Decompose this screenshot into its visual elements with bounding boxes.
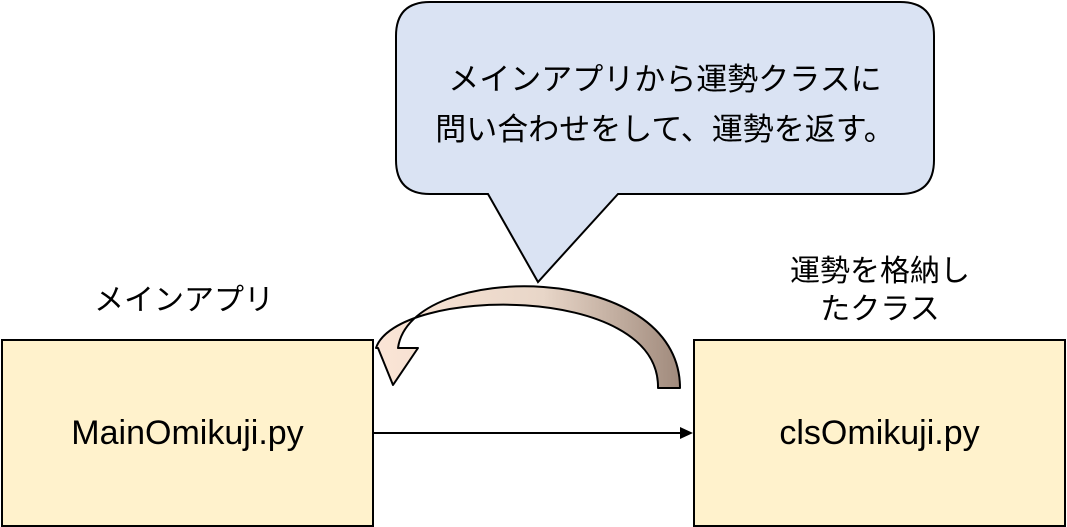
cls-omikuji-box: clsOmikuji.py [693,339,1066,527]
class-caption: 運勢を格納し たクラス [760,253,1000,329]
class-caption-line-1: 運勢を格納し [790,254,970,289]
class-caption-line-2: たクラス [820,292,940,327]
return-arrow [375,285,681,389]
cls-omikuji-file-label: clsOmikuji.py [779,413,980,452]
callout-text: メインアプリから運勢クラスに 問い合わせをして、運勢を返す。 [400,55,930,155]
callout-bubble [395,1,935,284]
callout-line-1: メインアプリから運勢クラスに [448,62,882,98]
main-omikuji-box: MainOmikuji.py [1,339,374,527]
call-arrow-head [680,427,693,439]
callout-line-2: 問い合わせをして、運勢を返す。 [435,112,895,148]
main-app-caption: メインアプリ [94,283,274,318]
main-omikuji-file-label: MainOmikuji.py [71,413,304,452]
